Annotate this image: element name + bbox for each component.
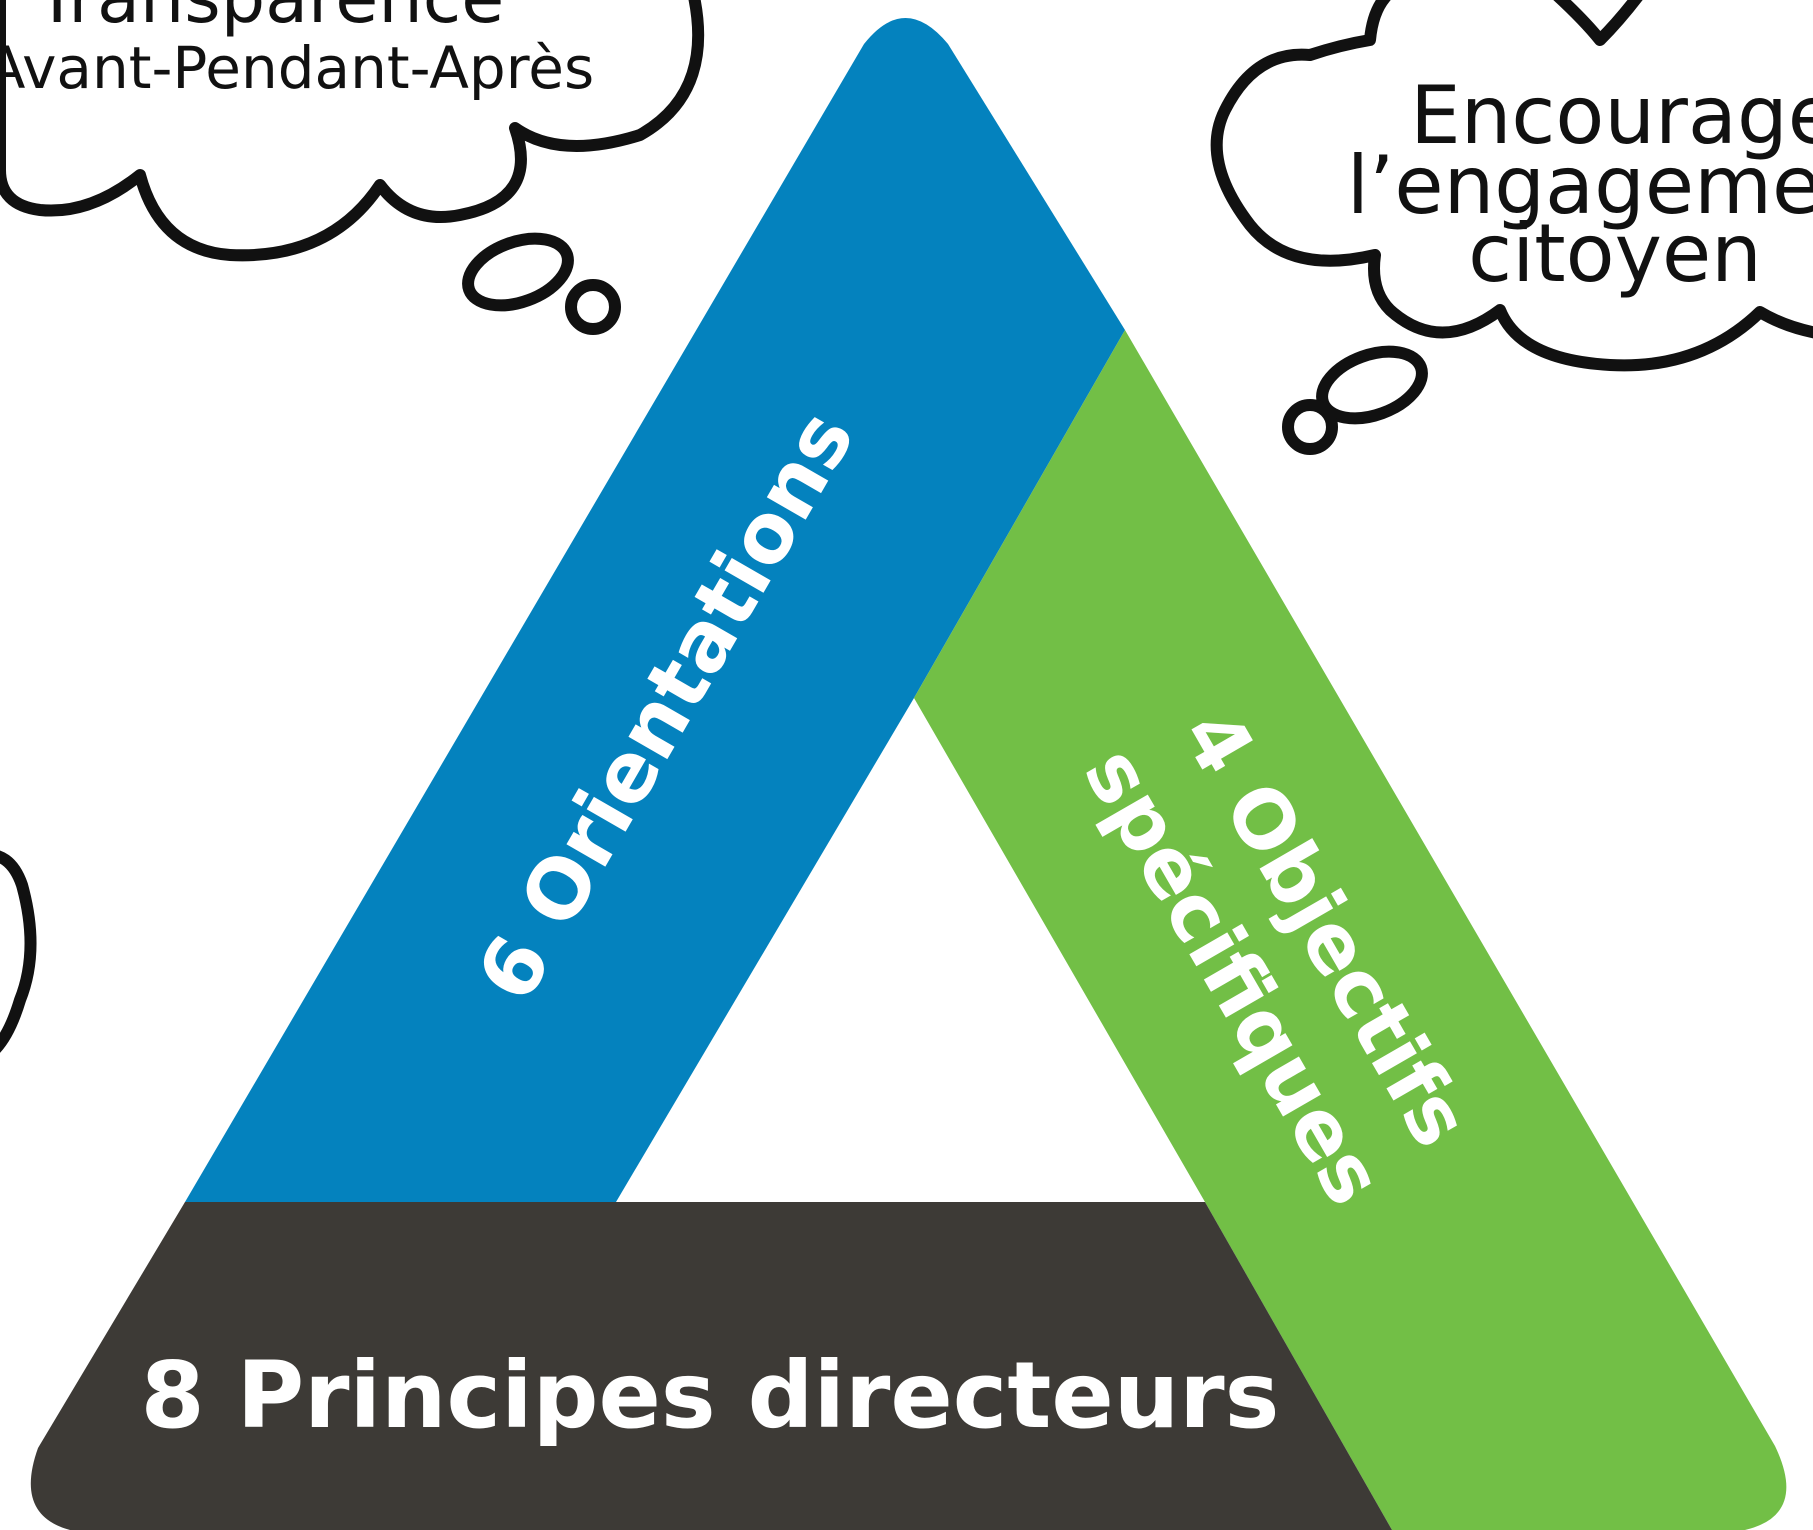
cloud-shape-top-right [1210,0,1813,372]
cloud-shape-left-edge [0,850,37,1053]
bottom-side-band [30,1202,1392,1530]
right-side-band [914,330,1787,1530]
cloud-top-right-line2: l’engagement [1347,139,1813,232]
thought-cloud-top-left: Transparence Avant-Pendant-Après [0,0,705,335]
thought-bubble-large-left [462,232,574,312]
cloud-top-right-line1: Encourager [1410,69,1813,162]
cloud-top-left-line1: Transparence [35,0,505,39]
bottom-side-label: 8 Principes directeurs [141,1342,1280,1449]
cloud-top-left-line2: Avant-Pendant-Après [0,34,594,102]
thought-bubble-small-right [1282,399,1338,455]
thought-cloud-top-right: Encourager l’engagement citoyen [1210,0,1813,455]
left-side-band [185,18,1125,1202]
triangle [30,18,1787,1530]
cloud-shape-top-left [0,0,705,262]
cloud-top-right-line3: citoyen [1468,207,1762,300]
thought-bubble-small-left [565,279,621,335]
